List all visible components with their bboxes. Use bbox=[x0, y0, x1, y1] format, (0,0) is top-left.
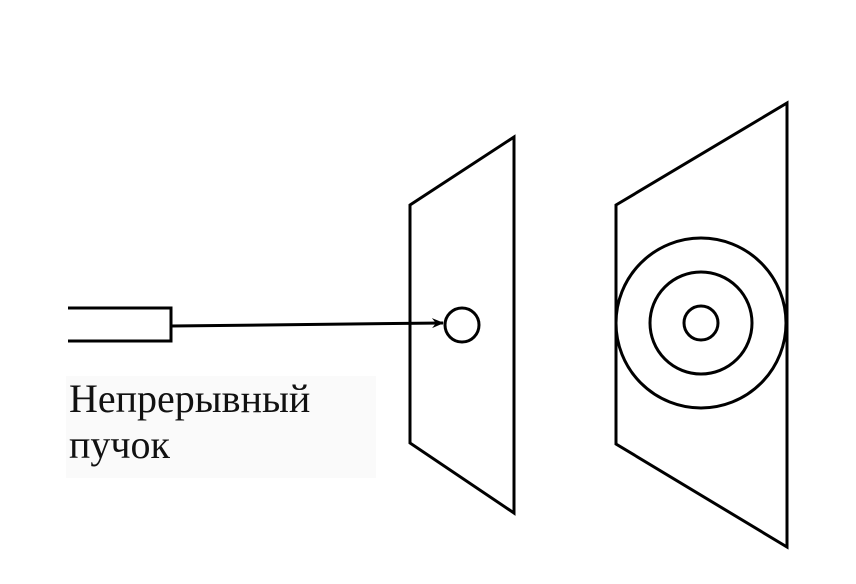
screen-plate bbox=[614, 100, 789, 550]
beam-label-line2: пучок bbox=[69, 422, 170, 467]
diffraction-ring-outer bbox=[614, 236, 788, 410]
beam-arrow bbox=[170, 318, 444, 329]
diffraction-center-spot bbox=[682, 304, 720, 342]
diffraction-ring-middle bbox=[648, 270, 754, 376]
beam-label: Непрерывный пучок bbox=[66, 376, 376, 478]
beam-label-line1: Непрерывный bbox=[69, 376, 311, 421]
aperture-hole bbox=[443, 306, 481, 344]
aperture-plate bbox=[408, 134, 516, 516]
laser-source bbox=[68, 306, 173, 343]
